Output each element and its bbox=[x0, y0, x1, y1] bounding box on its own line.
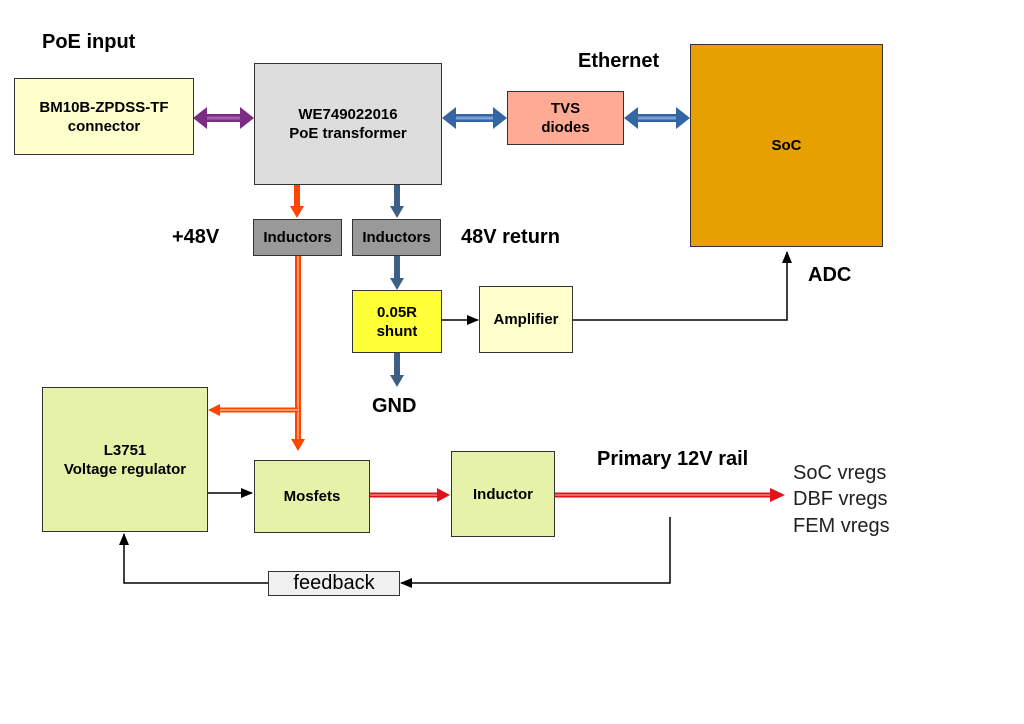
gnd-label: GND bbox=[372, 395, 417, 417]
inductor-block: Inductor bbox=[451, 451, 555, 537]
mosfets-block: Mosfets bbox=[254, 460, 370, 533]
soc-block: SoC bbox=[690, 44, 883, 247]
feedback-regulator-line bbox=[119, 533, 268, 584]
return-shunt-arrow bbox=[390, 256, 404, 290]
mosfets-inductor-arrow bbox=[370, 488, 450, 502]
feedback-sense-line bbox=[400, 517, 671, 588]
output-dbf-vregs: DBF vregs bbox=[793, 488, 888, 510]
plus48v-label: +48V bbox=[172, 226, 220, 248]
plus48v-rail bbox=[208, 256, 305, 451]
plus48v-arrow bbox=[290, 185, 304, 218]
ethernet-label: Ethernet bbox=[578, 50, 660, 72]
poe-input-label: PoE input bbox=[42, 31, 136, 53]
amplifier-block: Amplifier bbox=[479, 286, 573, 353]
feedback-block: feedback bbox=[268, 571, 400, 596]
inductors-plus-block: Inductors bbox=[253, 219, 342, 256]
primary-rail-label: Primary 12V rail bbox=[597, 448, 749, 470]
connector-transformer-arrow bbox=[193, 107, 254, 129]
output-soc-vregs: SoC vregs bbox=[793, 462, 887, 484]
output-fem-vregs: FEM vregs bbox=[793, 515, 890, 537]
return-arrow bbox=[390, 185, 404, 218]
return48v-label: 48V return bbox=[461, 226, 560, 248]
inductors-return-block: Inductors bbox=[352, 219, 441, 256]
tvs-soc-arrow bbox=[624, 107, 690, 129]
adc-label: ADC bbox=[808, 264, 852, 286]
transformer-tvs-arrow bbox=[442, 107, 507, 129]
amplifier-adc-line bbox=[573, 251, 792, 321]
primary-rail-arrow bbox=[555, 488, 785, 502]
shunt-gnd-arrow bbox=[390, 353, 404, 387]
